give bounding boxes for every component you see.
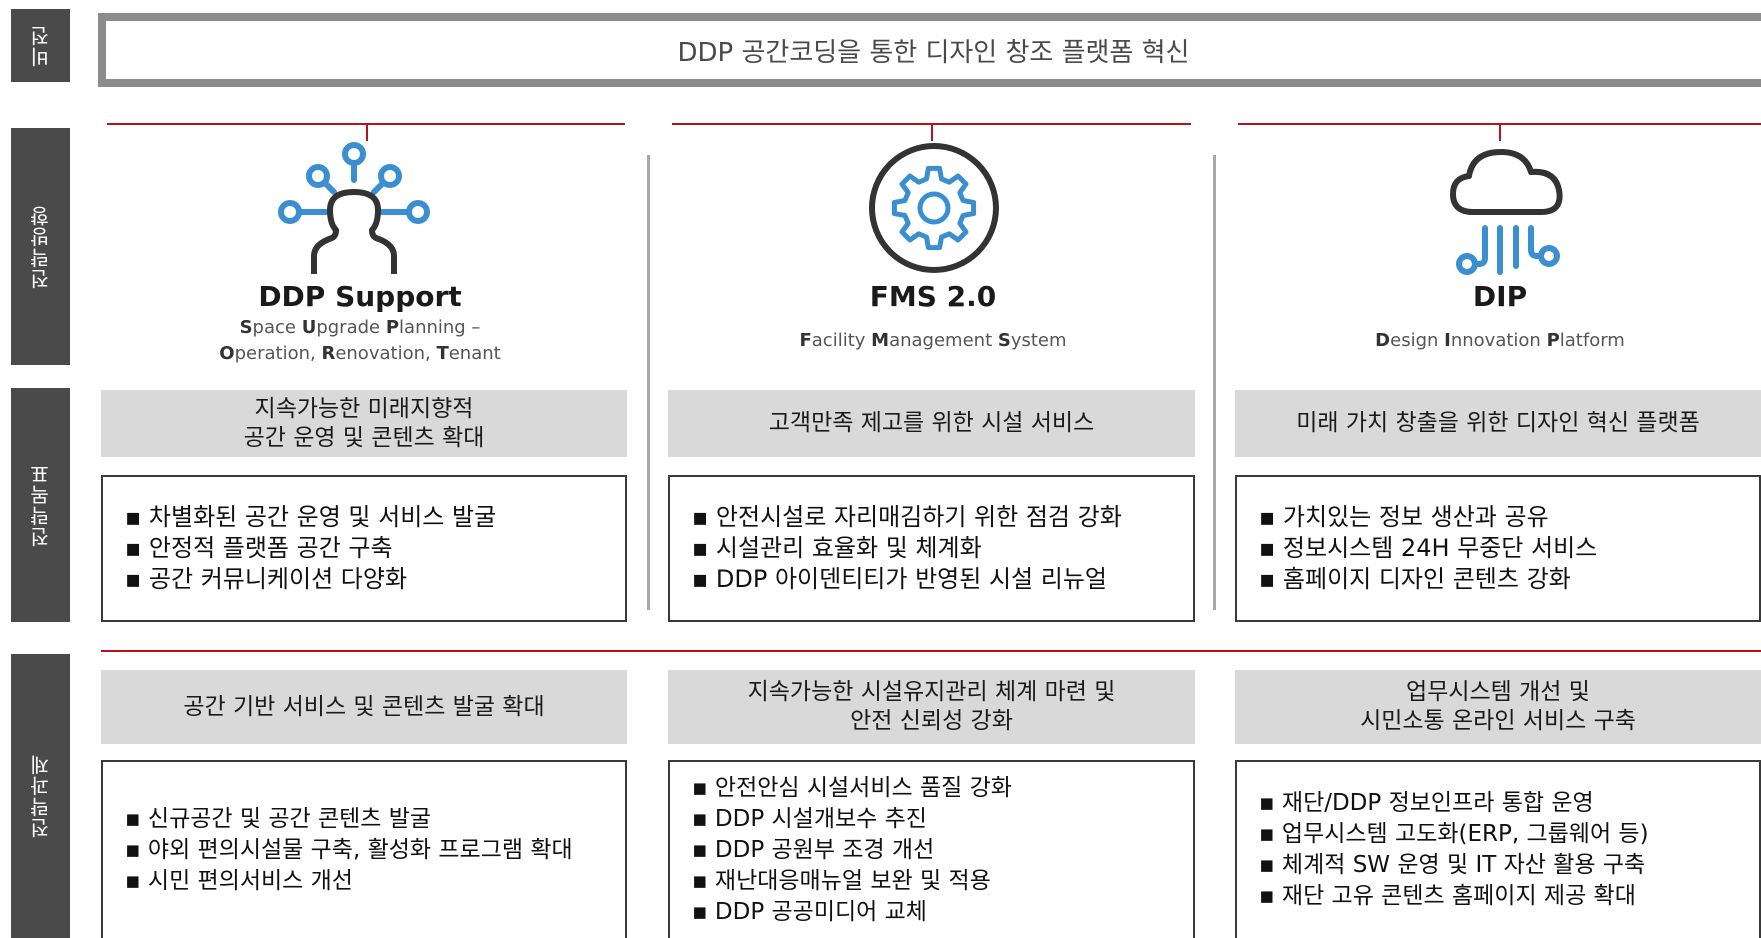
task-list: 신규공간 및 공간 콘텐츠 발굴야외 편의시설물 구축, 활성화 프로그램 확대…	[125, 804, 625, 897]
subtitle-word: latform	[1559, 330, 1625, 351]
goal-box-2: 안전시설로 자리매김하기 위한 점검 강화시설관리 효율화 및 체계화DDP 아…	[668, 475, 1195, 622]
subtitle-initial: R	[321, 343, 336, 364]
task-item: 체계적 SW 운영 및 IT 자산 활용 구축	[1259, 850, 1759, 881]
subtitle-word: peration,	[234, 343, 322, 364]
subtitle-word: anagement	[889, 330, 998, 351]
task-item: DDP 공원부 조경 개선	[692, 835, 1193, 866]
sidebar-label-task: 전략과제	[11, 654, 70, 938]
subtitle-initial: U	[301, 317, 317, 338]
subtitle-initial: M	[871, 330, 890, 351]
subtitle-word: lanning –	[399, 317, 481, 338]
task-divider-line	[101, 650, 1761, 652]
goal-list: 차별화된 공간 운영 및 서비스 발굴안정적 플랫폼 공간 구축공간 커뮤니케이…	[125, 502, 625, 595]
goal-list: 가치있는 정보 생산과 공유정보시스템 24H 무중단 서비스홈페이지 디자인 …	[1259, 502, 1759, 595]
goal-box-1: 차별화된 공간 운영 및 서비스 발굴안정적 플랫폼 공간 구축공간 커뮤니케이…	[101, 475, 627, 622]
strategy-subtitle-fms: Facility Management System	[713, 328, 1153, 354]
task-item: 야외 편의시설물 구축, 활성화 프로그램 확대	[125, 835, 625, 866]
subtitle-initial: S	[997, 330, 1011, 351]
subtitle-word: enant	[448, 343, 501, 364]
sidebar-label-goal: 전략목표	[11, 388, 70, 622]
vision-box: DDP 공간코딩을 통한 디자인 창조 플랫폼 혁신	[98, 13, 1761, 87]
task-box-2: 안전안심 시설서비스 품질 강화DDP 시설개보수 추진DDP 공원부 조경 개…	[668, 760, 1195, 938]
subtitle-word: pgrade	[316, 317, 386, 338]
subtitle-word: pace	[252, 317, 302, 338]
task-item: DDP 시설개보수 추진	[692, 804, 1193, 835]
subtitle-initial: F	[799, 330, 812, 351]
goal-text-2: 고객만족 제고를 위한 시설 서비스	[768, 410, 1095, 436]
goal-band-2: 고객만족 제고를 위한 시설 서비스	[668, 390, 1195, 457]
goal-item: 정보시스템 24H 무중단 서비스	[1259, 533, 1759, 564]
goal-item: 안전시설로 자리매김하기 위한 점검 강화	[692, 502, 1193, 533]
goal-band-1: 지속가능한 미래지향적 공간 운영 및 콘텐츠 확대	[101, 390, 627, 457]
subtitle-initial: P	[385, 317, 400, 338]
task-text-1: 공간 기반 서비스 및 콘텐츠 발굴 확대	[183, 693, 545, 720]
task-band-1: 공간 기반 서비스 및 콘텐츠 발굴 확대	[101, 670, 627, 744]
task-item: 업무시스템 고도화(ERP, 그룹웨어 등)	[1259, 819, 1759, 850]
strategy-subtitle-dip: Design Innovation Platform	[1280, 328, 1720, 354]
column-divider-2	[1213, 155, 1216, 610]
subtitle-word: ystem	[1010, 330, 1067, 351]
goal-item: 시설관리 효율화 및 체계화	[692, 533, 1193, 564]
strategy-title-fms: FMS 2.0	[869, 280, 997, 313]
subtitle-line: Design Innovation Platform	[1280, 328, 1720, 354]
sidebar-label-vision: 비전	[11, 9, 70, 82]
strategy-title-dip: DIP	[1472, 280, 1528, 313]
strategy-title-ddp-support: DDP Support	[258, 280, 462, 313]
task-text-3: 업무시스템 개선 및 시민소통 온라인 서비스 구축	[1360, 679, 1636, 734]
task-item: 시민 편의서비스 개선	[125, 866, 625, 897]
subtitle-word: esign	[1390, 330, 1445, 351]
subtitle-initial: I	[1444, 330, 1451, 351]
strategy-tick-3	[1499, 123, 1501, 141]
task-item: 재난대응매뉴얼 보완 및 적용	[692, 866, 1193, 897]
gear-icon	[866, 140, 1002, 276]
goal-box-3: 가치있는 정보 생산과 공유정보시스템 24H 무중단 서비스홈페이지 디자인 …	[1235, 475, 1761, 622]
goal-item: 가치있는 정보 생산과 공유	[1259, 502, 1759, 533]
goal-item: 차별화된 공간 운영 및 서비스 발굴	[125, 502, 625, 533]
subtitle-initial: S	[239, 317, 253, 338]
subtitle-initial: O	[219, 343, 235, 364]
goal-item: 공간 커뮤니케이션 다양화	[125, 564, 625, 595]
task-item: 재단 고유 콘텐츠 홈페이지 제공 확대	[1259, 881, 1759, 912]
subtitle-line: Operation, Renovation, Tenant	[140, 341, 580, 367]
subtitle-word: enovation,	[335, 343, 437, 364]
task-item: 안전안심 시설서비스 품질 강화	[692, 773, 1193, 804]
vision-text: DDP 공간코딩을 통한 디자인 창조 플랫폼 혁신	[677, 37, 1190, 68]
subtitle-word: nnovation	[1450, 330, 1547, 351]
subtitle-line: Space Upgrade Planning –	[140, 315, 580, 341]
subtitle-initial: D	[1375, 330, 1391, 351]
subtitle-line: Facility Management System	[713, 328, 1153, 354]
goal-band-3: 미래 가치 창출을 위한 디자인 혁신 플랫폼	[1235, 390, 1761, 457]
task-band-3: 업무시스템 개선 및 시민소통 온라인 서비스 구축	[1235, 670, 1761, 744]
task-text-2: 지속가능한 시설유지관리 체계 마련 및 안전 신뢰성 강화	[747, 679, 1116, 734]
task-item: 신규공간 및 공간 콘텐츠 발굴	[125, 804, 625, 835]
strategy-subtitle-ddp-support: Space Upgrade Planning – Operation, Reno…	[140, 315, 580, 367]
strategy-tick-1	[366, 123, 368, 141]
cloud-network-icon	[1433, 138, 1583, 288]
goal-text-3: 미래 가치 창출을 위한 디자인 혁신 플랫폼	[1296, 410, 1700, 436]
column-divider-1	[647, 155, 650, 610]
goal-text-1: 지속가능한 미래지향적 공간 운영 및 콘텐츠 확대	[243, 395, 485, 451]
task-band-2: 지속가능한 시설유지관리 체계 마련 및 안전 신뢰성 강화	[668, 670, 1195, 744]
goal-item: 홈페이지 디자인 콘텐츠 강화	[1259, 564, 1759, 595]
subtitle-word: acility	[811, 330, 872, 351]
task-box-1: 신규공간 및 공간 콘텐츠 발굴야외 편의시설물 구축, 활성화 프로그램 확대…	[101, 760, 627, 938]
task-list: 안전안심 시설서비스 품질 강화DDP 시설개보수 추진DDP 공원부 조경 개…	[692, 773, 1193, 928]
task-item: DDP 공공미디어 교체	[692, 897, 1193, 928]
sidebar-label-strategy: 전략방향	[11, 128, 70, 365]
task-box-3: 재단/DDP 정보인프라 통합 운영업무시스템 고도화(ERP, 그룹웨어 등)…	[1235, 760, 1761, 938]
task-item: 재단/DDP 정보인프라 통합 운영	[1259, 788, 1759, 819]
subtitle-initial: P	[1546, 330, 1560, 351]
strategy-tick-2	[931, 123, 933, 141]
goal-item: DDP 아이덴티티가 반영된 시설 리뉴얼	[692, 564, 1193, 595]
goal-list: 안전시설로 자리매김하기 위한 점검 강화시설관리 효율화 및 체계화DDP 아…	[692, 502, 1193, 595]
goal-item: 안정적 플랫폼 공간 구축	[125, 533, 625, 564]
subtitle-initial: T	[436, 343, 449, 364]
task-list: 재단/DDP 정보인프라 통합 운영업무시스템 고도화(ERP, 그룹웨어 등)…	[1259, 788, 1759, 912]
person-network-icon	[274, 140, 434, 280]
